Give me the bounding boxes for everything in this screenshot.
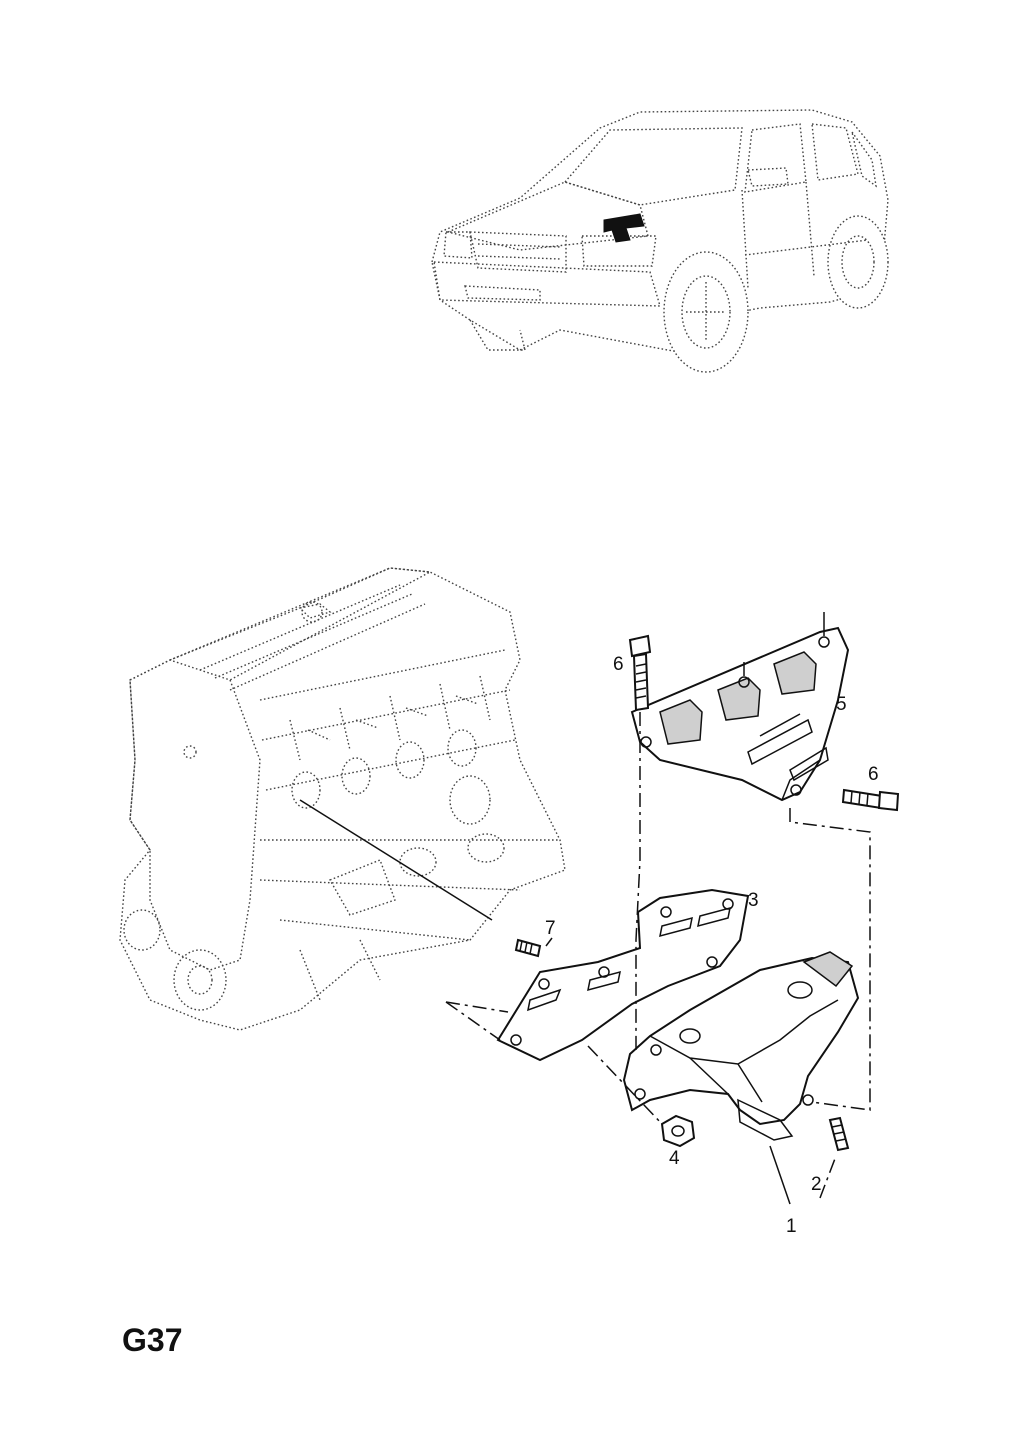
callout-4: 4 bbox=[669, 1148, 680, 1169]
exhaust-manifold bbox=[622, 951, 860, 1141]
callout-2: 2 bbox=[811, 1174, 822, 1195]
assembly-lines bbox=[299, 712, 871, 1205]
exhaust-manifold-gasket bbox=[496, 888, 750, 1062]
callout-3: 3 bbox=[748, 890, 759, 911]
heat-shield-bolt-side bbox=[841, 788, 900, 812]
manifold-nut-4 bbox=[660, 1114, 696, 1148]
heat-shield-bolt-top bbox=[628, 634, 652, 712]
callout-1: 1 bbox=[786, 1216, 797, 1237]
manifold-stud-7 bbox=[514, 938, 542, 958]
heat-shield bbox=[630, 612, 850, 802]
page-code: G37 bbox=[122, 1322, 183, 1358]
callout-7: 7 bbox=[545, 918, 556, 939]
engine-block-illustration bbox=[119, 567, 566, 1031]
callout-6-top: 6 bbox=[613, 654, 624, 675]
callout-labels: 1 2 3 4 5 6 6 7 bbox=[545, 654, 879, 1237]
component-location-marker bbox=[603, 213, 645, 243]
manifold-stud-2 bbox=[828, 1116, 850, 1152]
vehicle-illustration bbox=[431, 109, 889, 373]
callout-5: 5 bbox=[836, 694, 847, 715]
callout-6-side: 6 bbox=[868, 764, 879, 785]
